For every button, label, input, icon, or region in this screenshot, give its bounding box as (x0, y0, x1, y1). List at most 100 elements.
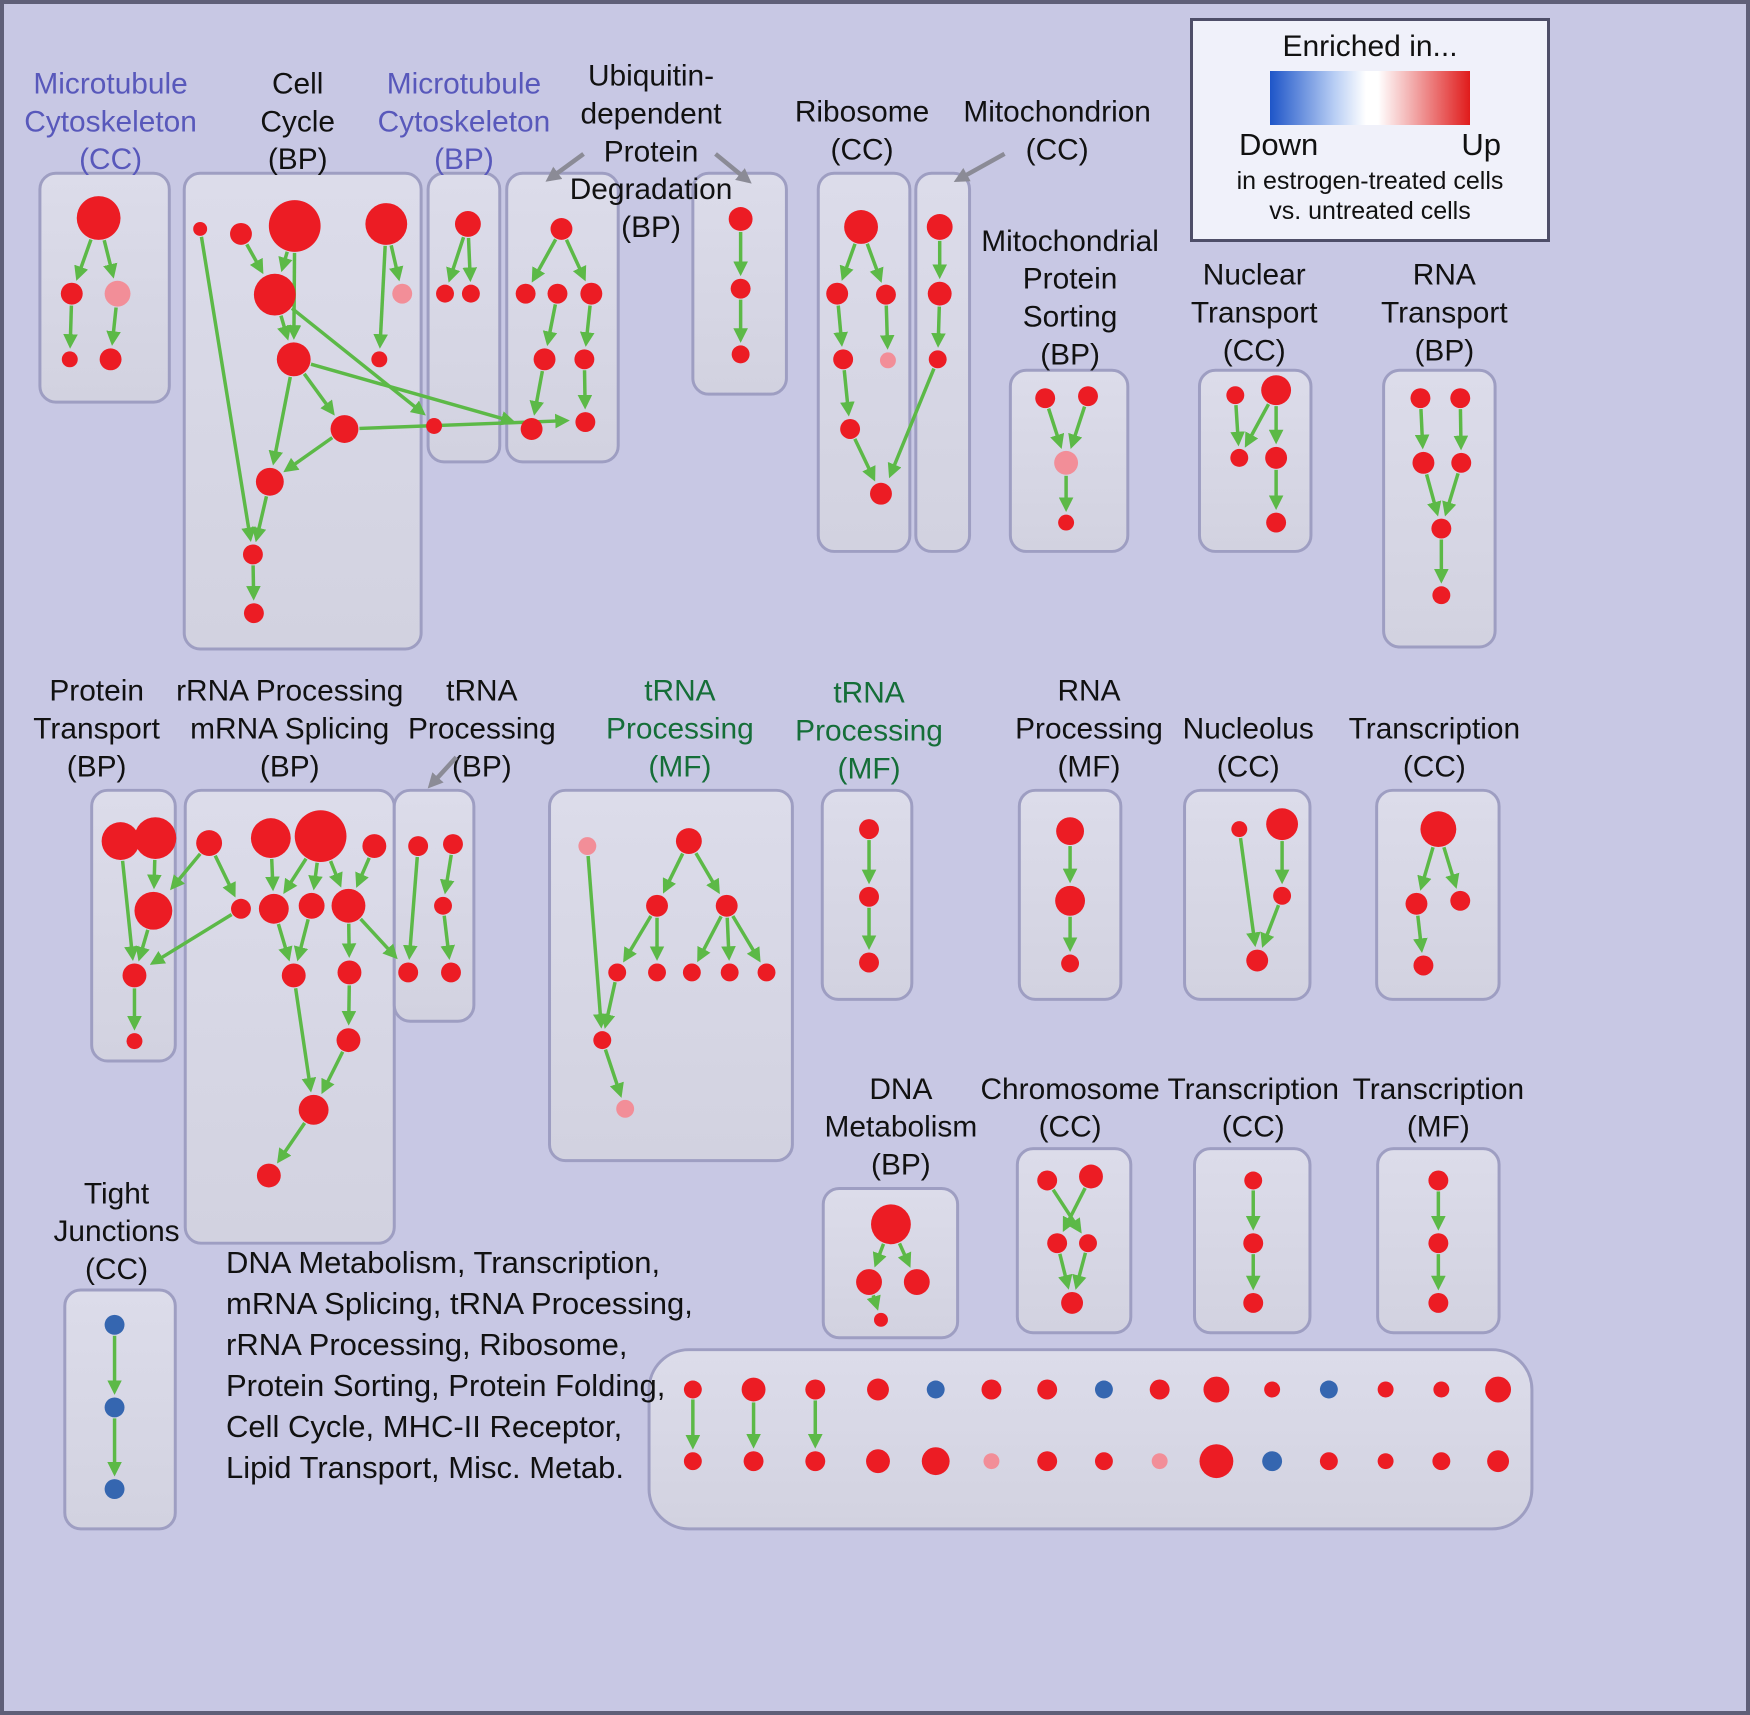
legend-caption-line-1: in estrogen-treated cells (1236, 167, 1504, 195)
edge-microtubule-bp (446, 236, 466, 283)
go-term-node (730, 278, 751, 299)
edge-trna-mf-large (603, 1049, 624, 1098)
go-term-node (859, 886, 879, 907)
edge-ubiquitin-bp (579, 305, 595, 347)
go-term-node (574, 349, 595, 370)
cross-cluster-edge (359, 917, 398, 960)
go-term-node (1151, 1453, 1168, 1470)
edge-ribosome-cc (839, 243, 857, 281)
edge-mitochondrion-cc (931, 306, 946, 348)
go-term-node (294, 810, 347, 862)
edge-ubiquitin-bp (531, 238, 558, 283)
go-term-node (1047, 1233, 1068, 1254)
edge-rrna-mrna-bp (355, 857, 371, 888)
edge-chromosome-cc (1062, 1187, 1087, 1233)
go-term-node (533, 348, 556, 371)
go-term-node (870, 482, 892, 505)
go-term-node (336, 1028, 361, 1053)
go-term-node (805, 1379, 826, 1400)
edge-rrna-mrna-bp (293, 987, 317, 1093)
cross-cluster-edge (170, 852, 202, 891)
go-term-node (331, 888, 366, 923)
go-term-node (231, 898, 251, 919)
go-term-node (298, 1094, 329, 1125)
cluster-label-transcription-cc-mid: Transcription(CC) (1349, 713, 1520, 784)
go-term-node (867, 1378, 889, 1401)
go-term-node (1412, 451, 1435, 474)
go-term-node (230, 222, 252, 245)
go-term-node (454, 211, 481, 237)
group-box-dna-metabolism-bp (821, 1186, 960, 1340)
go-term-node (840, 419, 861, 439)
go-term-node (281, 963, 306, 988)
go-term-node (856, 1269, 882, 1295)
go-term-node (1079, 1164, 1103, 1189)
go-term-node (362, 834, 387, 858)
go-term-node (1058, 514, 1075, 531)
go-term-node (593, 1031, 612, 1050)
group-box-chromosome-cc (1015, 1147, 1133, 1335)
label-pointer-arrow (714, 152, 752, 184)
go-term-node (550, 217, 573, 240)
edge-rrna-mrna-bp (213, 854, 236, 898)
edge-cell-cycle-bp (246, 565, 261, 601)
go-term-node (76, 196, 121, 240)
go-term-node (646, 894, 668, 917)
go-term-node (1264, 1381, 1281, 1398)
go-term-node (859, 952, 879, 973)
edge-rrna-mrna-bp (321, 1050, 345, 1095)
go-term-node (1410, 388, 1431, 409)
edge-rna-transport-bp (1414, 409, 1430, 450)
go-term-node (648, 963, 666, 982)
go-term-node (715, 894, 738, 917)
go-term-node (805, 1451, 826, 1472)
go-term-node (871, 1204, 911, 1245)
go-term-node (983, 1453, 1000, 1470)
go-term-node (1450, 388, 1471, 409)
edge-cell-cycle-bp (278, 251, 293, 273)
edge-ribosome-cc (853, 438, 876, 482)
edge-transcription-cc-mid (1413, 915, 1428, 954)
go-term-node (1243, 1292, 1264, 1313)
go-term-node (1094, 1452, 1113, 1471)
go-term-node (426, 418, 443, 434)
cross-cluster-edge (290, 306, 426, 416)
go-term-node (1451, 452, 1472, 473)
go-term-node (1199, 1444, 1234, 1479)
edge-cell-cycle-bp (245, 243, 264, 275)
go-term-node (1428, 1233, 1449, 1254)
edge-transcription-cc-mid (1417, 846, 1435, 891)
go-term-node (1266, 512, 1287, 533)
edge-rrna-mrna-bp (341, 985, 357, 1026)
go-term-node (1413, 955, 1434, 976)
edge-ribosome-cc (879, 305, 895, 350)
go-term-node (255, 467, 284, 496)
go-term-node (578, 837, 597, 856)
cluster-label-chromosome-cc: Chromosome(CC) (980, 1073, 1159, 1144)
group-box-transcription-cc-mid (1375, 788, 1501, 1001)
go-term-node (1428, 1292, 1449, 1313)
go-term-node (1433, 1381, 1450, 1398)
legend-title: Enriched in... (1282, 30, 1458, 63)
go-term-node (1037, 1170, 1058, 1191)
go-term-node (879, 352, 896, 369)
go-term-node (1149, 1379, 1170, 1400)
go-term-node (926, 1380, 945, 1399)
go-term-node (258, 893, 289, 924)
go-term-node (1243, 1233, 1264, 1254)
cluster-label-transcription-cc-bottom: Transcription(CC) (1167, 1073, 1338, 1144)
group-box-microtubule-bp (426, 171, 502, 464)
caption-line: mRNA Splicing, tRNA Processing, (226, 1286, 693, 1321)
edge-ubiquitin-bp (529, 370, 545, 416)
edge-cell-cycle-bp (199, 236, 256, 543)
go-term-node (1262, 1451, 1283, 1472)
label-pointer-arrow (427, 755, 458, 789)
go-term-node (757, 963, 776, 982)
